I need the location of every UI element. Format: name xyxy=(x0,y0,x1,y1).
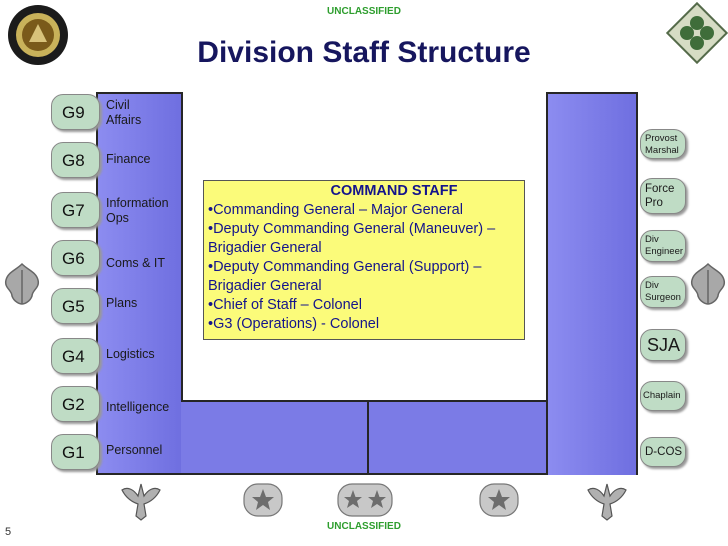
bottom-staff-bar xyxy=(181,400,557,475)
ivy-division-patch-icon xyxy=(666,2,728,64)
g1-pill: G1 xyxy=(51,434,100,470)
d-cos-pill: D-COS xyxy=(640,437,686,467)
g9-pill: G9 xyxy=(51,94,100,130)
bar-divider xyxy=(367,402,369,473)
g7-pill: G7 xyxy=(51,192,100,228)
right-staff-bar xyxy=(546,92,638,475)
sja-pill: SJA xyxy=(640,329,686,361)
command-staff-heading: COMMAND STAFF xyxy=(330,183,458,199)
g5-label: Plans xyxy=(106,296,138,310)
seal-icon xyxy=(7,4,69,66)
g4-pill: G4 xyxy=(51,338,100,374)
g6-label: Coms & IT xyxy=(106,256,166,270)
oak-leaf-icon xyxy=(688,262,728,311)
classification-top: UNCLASSIFIED xyxy=(327,6,401,17)
eagle-insignia-icon xyxy=(118,476,164,527)
g7-label: Information Ops xyxy=(106,196,169,225)
command-staff-line: •G3 (Operations) - Colonel xyxy=(208,316,380,332)
star-insignia-icon xyxy=(242,480,284,525)
g1-label: Personnel xyxy=(106,443,163,457)
g9-label: Civil Affairs xyxy=(106,98,142,127)
g2-pill: G2 xyxy=(51,386,100,422)
g4-label: Logistics xyxy=(106,347,155,361)
g5-pill: G5 xyxy=(51,288,100,324)
two-star-insignia-icon xyxy=(336,480,394,525)
command-staff-line: •Commanding General – Major General xyxy=(208,202,463,218)
g8-label: Finance xyxy=(106,152,151,166)
oak-leaf-icon xyxy=(2,262,42,311)
g2-label: Intelligence xyxy=(106,400,170,414)
command-staff-box: COMMAND STAFF •Commanding General – Majo… xyxy=(203,180,525,340)
star-insignia-icon xyxy=(478,480,520,525)
g8-pill: G8 xyxy=(51,142,100,178)
command-staff-line: •Deputy Commanding General (Support) – B… xyxy=(208,259,482,294)
classification-bottom: UNCLASSIFIED xyxy=(327,521,401,532)
command-staff-line: •Deputy Commanding General (Maneuver) – … xyxy=(208,221,496,256)
page-number: 5 xyxy=(5,526,12,538)
command-staff-line: •Chief of Staff – Colonel xyxy=(208,297,362,313)
page-title: Division Staff Structure xyxy=(197,36,531,69)
left-staff-bar xyxy=(96,92,183,475)
g6-pill: G6 xyxy=(51,240,100,276)
div-engineer-pill: Div Engineer xyxy=(640,230,686,262)
eagle-insignia-icon xyxy=(584,476,630,527)
force-pro-pill: Force Pro xyxy=(640,178,686,214)
div-surgeon-pill: Div Surgeon xyxy=(640,276,686,308)
provost-marshal-pill: Provost Marshal xyxy=(640,129,686,159)
chaplain-pill: Chaplain xyxy=(640,381,686,411)
